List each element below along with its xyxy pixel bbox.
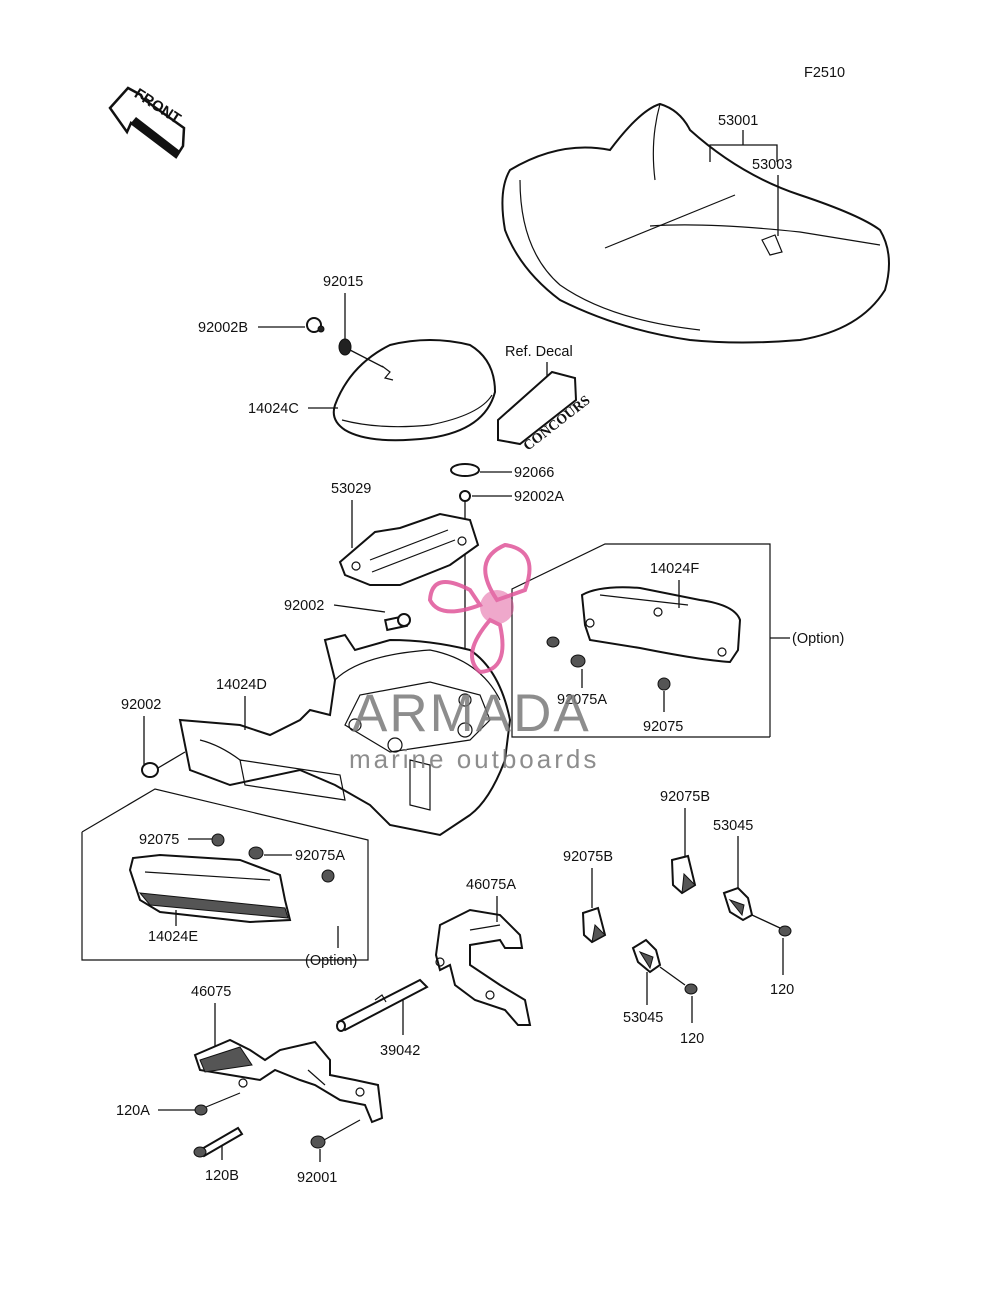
trim-14024E: [128, 853, 292, 924]
watermark-brand: ARMADA: [352, 684, 591, 743]
bracket-46075A: [434, 908, 532, 1026]
label-option-right: (Option): [792, 631, 844, 647]
label-14024D: 14024D: [216, 677, 267, 693]
label-14024C: 14024C: [248, 401, 299, 417]
figure-code: F2510: [804, 65, 845, 81]
carrier-14024D: [178, 633, 512, 837]
label-46075: 46075: [191, 984, 231, 1000]
label-92002A: 92002A: [514, 489, 564, 505]
rear-pad-14024C: [332, 339, 497, 442]
trim-14024F: [580, 586, 742, 664]
label-92001: 92001: [297, 1170, 337, 1186]
propeller-icon: [427, 542, 532, 675]
label-92015: 92015: [323, 274, 363, 290]
label-92002B: 92002B: [198, 320, 248, 336]
label-92002-left: 92002: [121, 697, 161, 713]
label-46075A: 46075A: [466, 877, 516, 893]
label-120B: 120B: [205, 1168, 239, 1184]
label-120-mid: 120: [680, 1031, 704, 1047]
label-92075B-mid: 92075B: [563, 849, 613, 865]
label-53003: 53003: [752, 157, 792, 173]
label-53045-bottom: 53045: [623, 1010, 663, 1026]
label-92075-right: 92075: [643, 719, 683, 735]
label-53029: 53029: [331, 481, 371, 497]
label-option-left: (Option): [305, 953, 357, 969]
label-92075A-right: 92075A: [557, 692, 607, 708]
bracket-46075: [193, 1038, 384, 1124]
label-53045-top: 53045: [713, 818, 753, 834]
front-arrow-icon: FRONT: [108, 85, 186, 159]
label-92002-center: 92002: [284, 598, 324, 614]
main-seat: [501, 102, 890, 344]
rod-39042: [336, 978, 429, 1032]
label-14024E: 14024E: [148, 929, 198, 945]
label-120-right: 120: [770, 982, 794, 998]
plate-53029: [338, 512, 480, 586]
label-92075-left: 92075: [139, 832, 179, 848]
label-92066: 92066: [514, 465, 554, 481]
label-ref-decal: Ref. Decal: [505, 344, 573, 360]
label-39042: 39042: [380, 1043, 420, 1059]
label-92075B-top: 92075B: [660, 789, 710, 805]
label-120A: 120A: [116, 1103, 150, 1119]
label-92075A-left: 92075A: [295, 848, 345, 864]
armada-watermark: ARMADA marine outboards: [349, 542, 599, 774]
label-14024F: 14024F: [650, 561, 699, 577]
watermark-tagline: marine outboards: [349, 744, 599, 774]
label-53001: 53001: [718, 113, 758, 129]
concours-decal: CONCOURS: [497, 370, 594, 454]
